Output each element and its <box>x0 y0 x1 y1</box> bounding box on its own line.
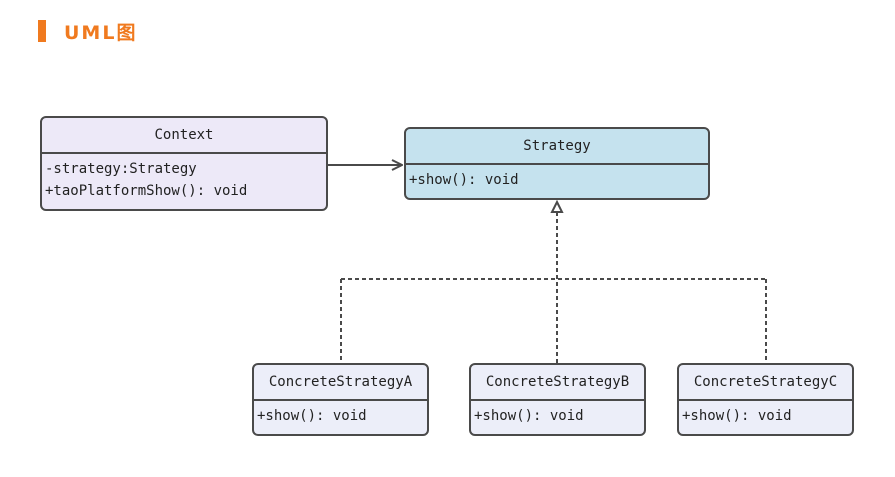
section-heading: UML图 <box>38 18 137 44</box>
realization-lines <box>340 212 767 363</box>
class-members: +show(): void <box>406 165 708 191</box>
class-name: Strategy <box>406 129 708 165</box>
class-name: ConcreteStrategyA <box>254 365 427 401</box>
class-members: +show(): void <box>471 401 644 427</box>
class-method: +show(): void <box>409 172 519 188</box>
heading-title: UML图 <box>64 21 138 44</box>
concrete-strategy-c-class: ConcreteStrategyC +show(): void <box>677 363 854 436</box>
class-name: ConcreteStrategyB <box>471 365 644 401</box>
class-method: +show(): void <box>257 408 367 424</box>
realization-arrowhead <box>550 199 564 213</box>
class-members: +show(): void <box>679 401 852 427</box>
concrete-strategy-a-class: ConcreteStrategyA +show(): void <box>252 363 429 436</box>
class-members: -strategy:Strategy +taoPlatformShow(): v… <box>42 154 326 202</box>
class-method: +show(): void <box>682 408 792 424</box>
context-class: Context -strategy:Strategy +taoPlatformS… <box>40 116 328 211</box>
class-method: +show(): void <box>474 408 584 424</box>
class-attribute: -strategy:Strategy <box>45 161 197 177</box>
strategy-interface: Strategy +show(): void <box>404 127 710 200</box>
class-method: +taoPlatformShow(): void <box>45 183 248 199</box>
class-name: ConcreteStrategyC <box>679 365 852 401</box>
concrete-strategy-b-class: ConcreteStrategyB +show(): void <box>469 363 646 436</box>
heading-accent-bar <box>38 20 46 42</box>
class-name: Context <box>42 118 326 154</box>
class-members: +show(): void <box>254 401 427 427</box>
